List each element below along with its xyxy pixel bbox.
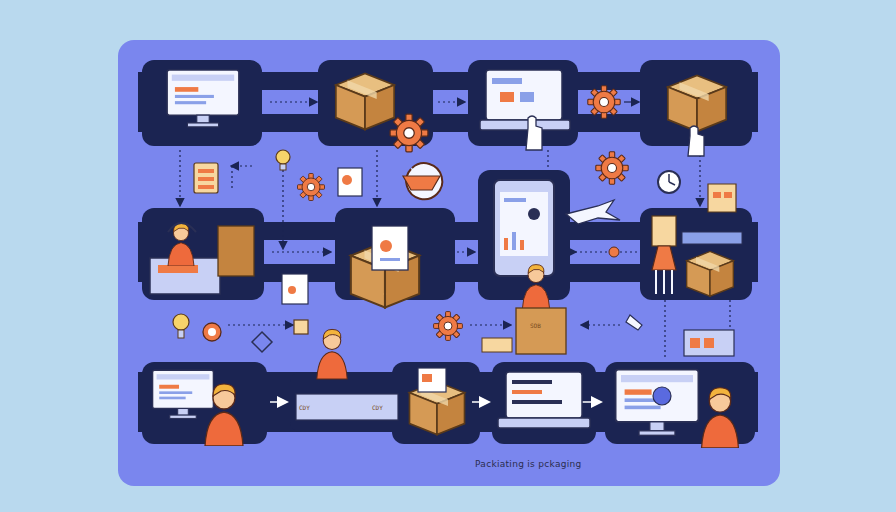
box-tag: SOB — [530, 322, 541, 329]
caption: Packiating is pckaging — [475, 459, 582, 469]
box-tag: CDY — [299, 404, 310, 411]
box-tag: CDY — [372, 404, 383, 411]
